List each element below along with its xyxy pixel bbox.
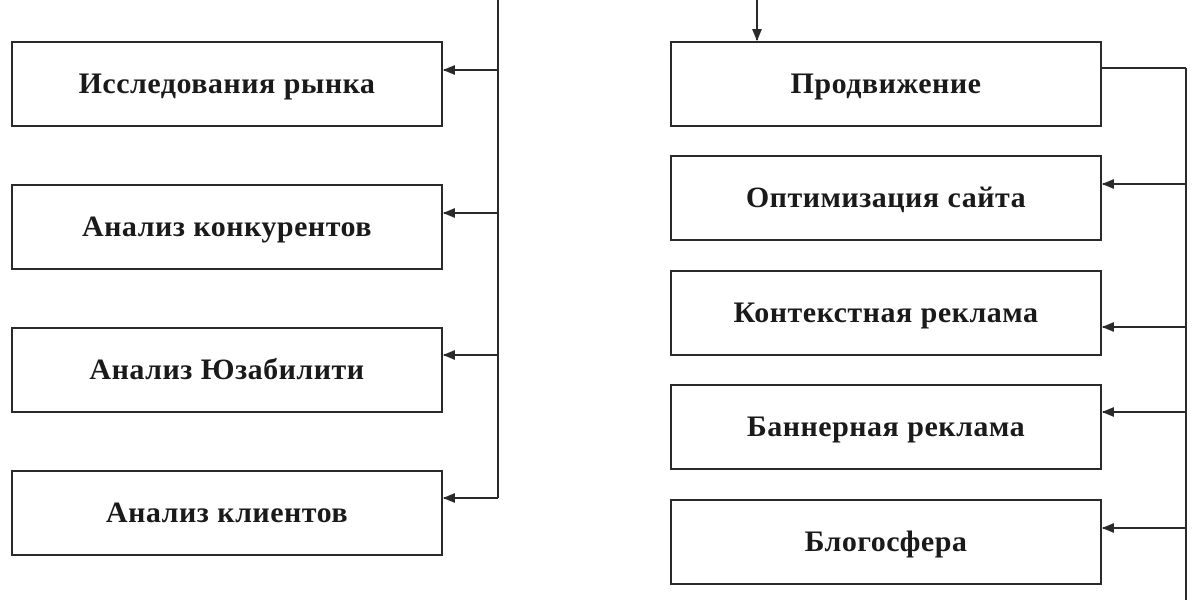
box-client-analysis: Анализ клиентов (11, 470, 443, 556)
box-label: Блогосфера (804, 525, 968, 558)
box-promotion: Продвижение (670, 41, 1102, 127)
box-usability-analysis: Анализ Юзабилити (11, 327, 443, 413)
box-label: Анализ клиентов (105, 496, 349, 529)
box-label: Продвижение (790, 67, 982, 100)
box-label: Баннерная реклама (746, 410, 1026, 443)
box-banner-advertising: Баннерная реклама (670, 384, 1102, 470)
box-label: Анализ Юзабилити (89, 353, 365, 386)
box-label: Анализ конкурентов (81, 210, 372, 243)
box-label: Контекстная реклама (733, 296, 1039, 329)
box-label: Исследования рынка (78, 67, 376, 100)
box-blogosphere: Блогосфера (670, 499, 1102, 585)
box-label: Оптимизация сайта (745, 181, 1027, 214)
box-site-optimization: Оптимизация сайта (670, 155, 1102, 241)
box-competitor-analysis: Анализ конкурентов (11, 184, 443, 270)
box-market-research: Исследования рынка (11, 41, 443, 127)
box-context-advertising: Контекстная реклама (670, 270, 1102, 356)
